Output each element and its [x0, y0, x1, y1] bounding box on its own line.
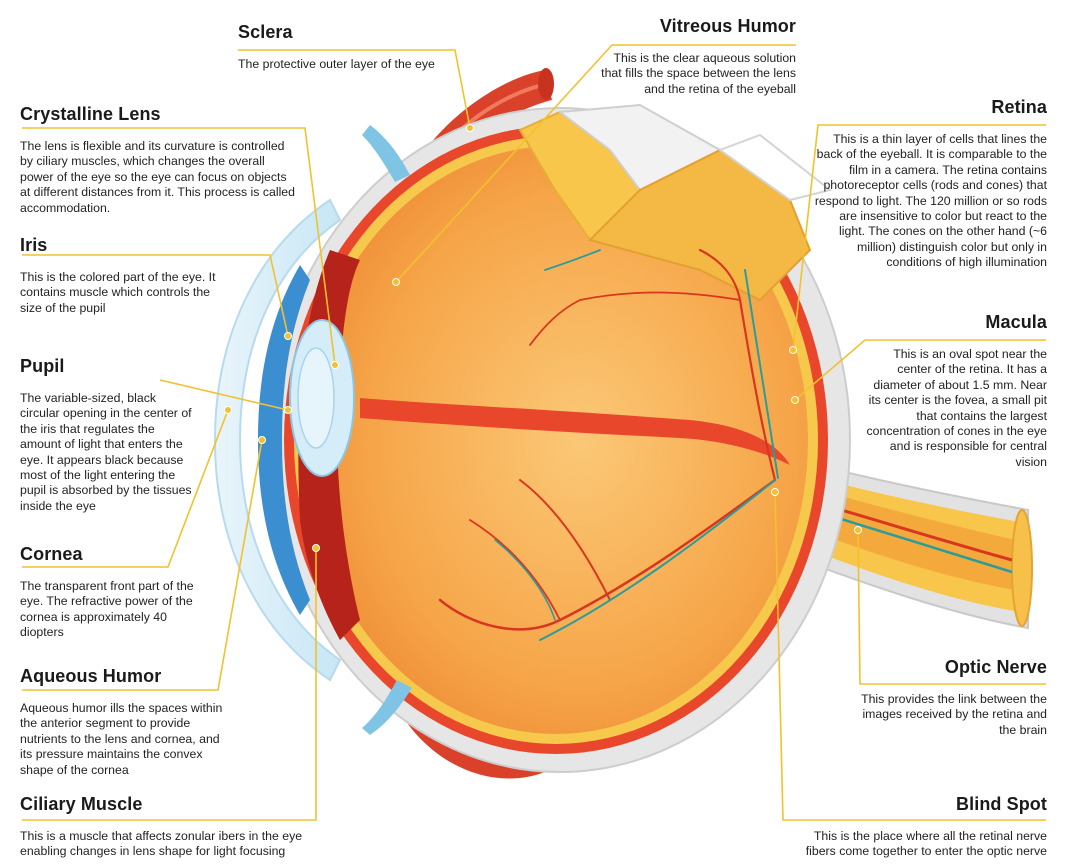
label-title: Sclera [238, 22, 293, 42]
label-title: Ciliary Muscle [20, 794, 143, 814]
vitreous-septum [360, 398, 790, 465]
label-ciliary-muscle: Ciliary Muscle This is a muscle that aff… [20, 794, 330, 860]
label-optic-nerve: Optic Nerve This provides the link betwe… [855, 657, 1047, 738]
wall-cutaway [518, 103, 833, 302]
label-desc: This provides the link between the image… [861, 692, 1047, 737]
label-crystalline-lens: Crystalline Lens The lens is flexible an… [20, 104, 295, 216]
label-aqueous-humor: Aqueous Humor Aqueous humor ills the spa… [20, 666, 225, 778]
label-title: Aqueous Humor [20, 666, 162, 686]
label-title: Optic Nerve [944, 657, 1047, 677]
leader-lines [22, 44, 1046, 821]
label-macula: Macula This is an oval spot near the cen… [860, 312, 1047, 470]
label-sclera: Sclera The protective outer layer of the… [238, 22, 438, 72]
label-title: Blind Spot [956, 794, 1047, 814]
label-desc: The lens is flexible and its curvature i… [20, 139, 295, 215]
label-blind-spot: Blind Spot This is the place where all t… [790, 794, 1047, 860]
label-cornea: Cornea The transparent front part of the… [20, 544, 205, 641]
label-title: Cornea [20, 544, 83, 564]
label-iris: Iris This is the colored part of the eye… [20, 235, 220, 316]
label-title: Iris [20, 235, 48, 255]
label-title: Macula [985, 312, 1047, 332]
label-desc: This is the place where all the retinal … [805, 829, 1047, 859]
iris-shape [258, 265, 310, 615]
retinal-vessels [438, 248, 779, 641]
label-retina: Retina This is a thin layer of cells tha… [812, 97, 1047, 271]
label-desc: This is a muscle that affects zonular ib… [20, 829, 303, 859]
label-desc: The protective outer layer of the eye [238, 57, 435, 71]
label-desc: This is the clear aqueous solution that … [601, 51, 796, 96]
leader-points [224, 124, 862, 552]
label-desc: Aqueous humor ills the spaces within the… [20, 701, 223, 777]
label-desc: This is an oval spot near the center of … [866, 347, 1047, 469]
label-title: Retina [991, 97, 1047, 117]
label-pupil: Pupil The variable-sized, black circular… [20, 356, 198, 514]
cornea-shape [213, 198, 342, 682]
label-desc: The transparent front part of the eye. T… [20, 579, 194, 640]
label-desc: This is a thin layer of cells that lines… [814, 132, 1047, 270]
label-desc: This is the colored part of the eye. It … [20, 270, 216, 315]
label-title: Pupil [20, 356, 65, 376]
label-title: Vitreous Humor [659, 16, 796, 36]
label-vitreous-humor: Vitreous Humor This is the clear aqueous… [600, 16, 796, 97]
label-title: Crystalline Lens [20, 104, 161, 124]
label-desc: The variable-sized, black circular openi… [20, 391, 192, 513]
